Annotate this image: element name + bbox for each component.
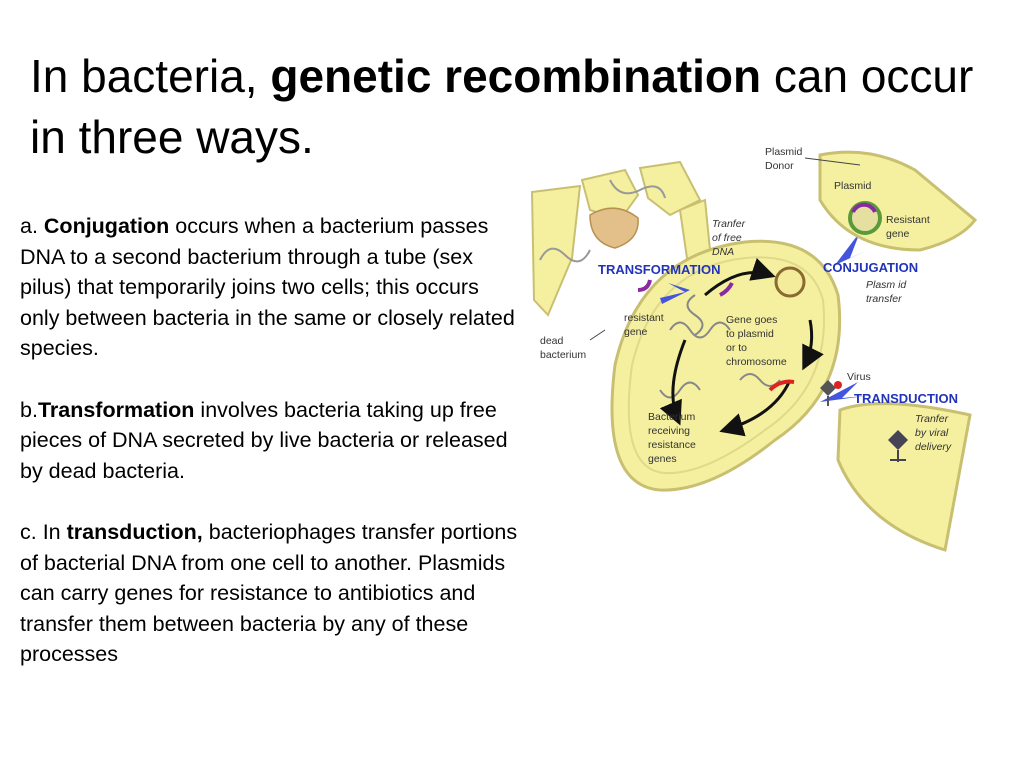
paragraph-transformation: b.Transformation involves bacteria takin… — [20, 395, 520, 487]
cycle-arrow-right — [802, 319, 824, 371]
recombination-diagram: Plasmid Donor Plasmid Resistant gene Tra… — [530, 146, 978, 552]
label-resistant-gene: Resistant — [886, 214, 930, 226]
label-receiving-4: genes — [648, 453, 677, 465]
label-plasmid: Plasmid — [834, 180, 872, 192]
label-viral-delivery-3: delivery — [915, 441, 952, 453]
title-post: can occur in three ways. — [30, 50, 974, 163]
para-prefix: a. — [20, 214, 44, 238]
para-text: bacteriophages transfer portions of bact… — [20, 520, 518, 666]
label-plasmid-donor-2: Donor — [765, 160, 794, 172]
label-plasmid-donor: Plasmid — [765, 146, 803, 158]
transformation-arrow — [660, 283, 690, 304]
paragraph-conjugation: a. Conjugation occurs when a bacterium p… — [20, 211, 520, 364]
plasmid-donor-leader — [804, 157, 861, 166]
para-text: occurs when a bacterium passes DNA to a … — [20, 214, 515, 360]
label-conjugation: CONJUGATION — [823, 260, 918, 275]
conjugation-arrow — [835, 232, 868, 265]
title-bold: genetic recombination — [270, 50, 762, 102]
title-pre: In bacteria, — [30, 50, 271, 102]
para-text: involves bacteria taking up free pieces … — [20, 397, 508, 483]
label-plasmid-transfer-2: transfer — [866, 293, 902, 305]
dead-bacterium-leader — [589, 329, 606, 341]
label-receiving: Bacterium — [648, 411, 696, 423]
label-gene-goes-4: chromosome — [726, 356, 787, 368]
label-receiving-2: receiving — [648, 425, 690, 437]
para-prefix: b. — [20, 397, 38, 422]
label-viral-delivery-2: by viral — [915, 427, 949, 439]
label-gene-goes-2: to plasmid — [726, 328, 774, 340]
label-tranfer-free-dna: Tranfer — [712, 218, 746, 230]
label-viral-delivery: Tranfer — [915, 413, 949, 425]
para-prefix: c. In — [20, 520, 67, 544]
dna-segment-red — [768, 379, 795, 392]
plasmid-in-cell — [774, 266, 806, 298]
label-virus: Virus — [847, 371, 871, 383]
paragraph-transduction: c. In transduction, bacteriophages trans… — [20, 517, 520, 670]
donor-bacterium — [818, 150, 978, 252]
term-transformation: Transformation — [37, 397, 195, 422]
label-dead-bacterium: dead — [540, 335, 564, 347]
dead-bacterium — [530, 160, 712, 317]
label-plasmid-transfer: Plasm id — [866, 279, 907, 291]
label-dead-bacterium-2: bacterium — [540, 349, 586, 361]
slide-title: In bacteria, genetic recombination can o… — [30, 46, 990, 168]
label-gene-goes: Gene goes — [726, 314, 777, 326]
term-conjugation: Conjugation — [43, 214, 170, 238]
virus-infected-bacterium — [836, 402, 972, 552]
label-transformation: TRANSFORMATION — [598, 262, 721, 277]
cycle-arrow-bottom — [719, 379, 792, 437]
body-text: a. Conjugation occurs when a bacterium p… — [20, 211, 520, 701]
label-tranfer-free-dna-3: DNA — [712, 246, 734, 258]
label-resistant-gene-2: gene — [886, 228, 910, 240]
main-bacterium — [610, 239, 842, 492]
label-receiving-3: resistance — [648, 439, 696, 451]
label-resistant-gene-small-2: gene — [624, 326, 648, 338]
cycle-arrow-left — [659, 339, 687, 426]
label-resistant-gene-small: resistant — [624, 312, 664, 324]
label-gene-goes-3: or to — [726, 342, 747, 354]
virus-phage-icon — [820, 380, 842, 406]
virus-icon — [888, 430, 908, 450]
cycle-arrow-top — [704, 257, 776, 297]
label-transduction: TRANSDUCTION — [854, 391, 958, 406]
term-transduction: transduction, — [66, 520, 203, 544]
transduction-arrow — [820, 382, 865, 402]
free-dna — [637, 279, 652, 292]
dna-segment-purple — [719, 282, 734, 297]
label-tranfer-free-dna-2: of free — [712, 232, 742, 244]
